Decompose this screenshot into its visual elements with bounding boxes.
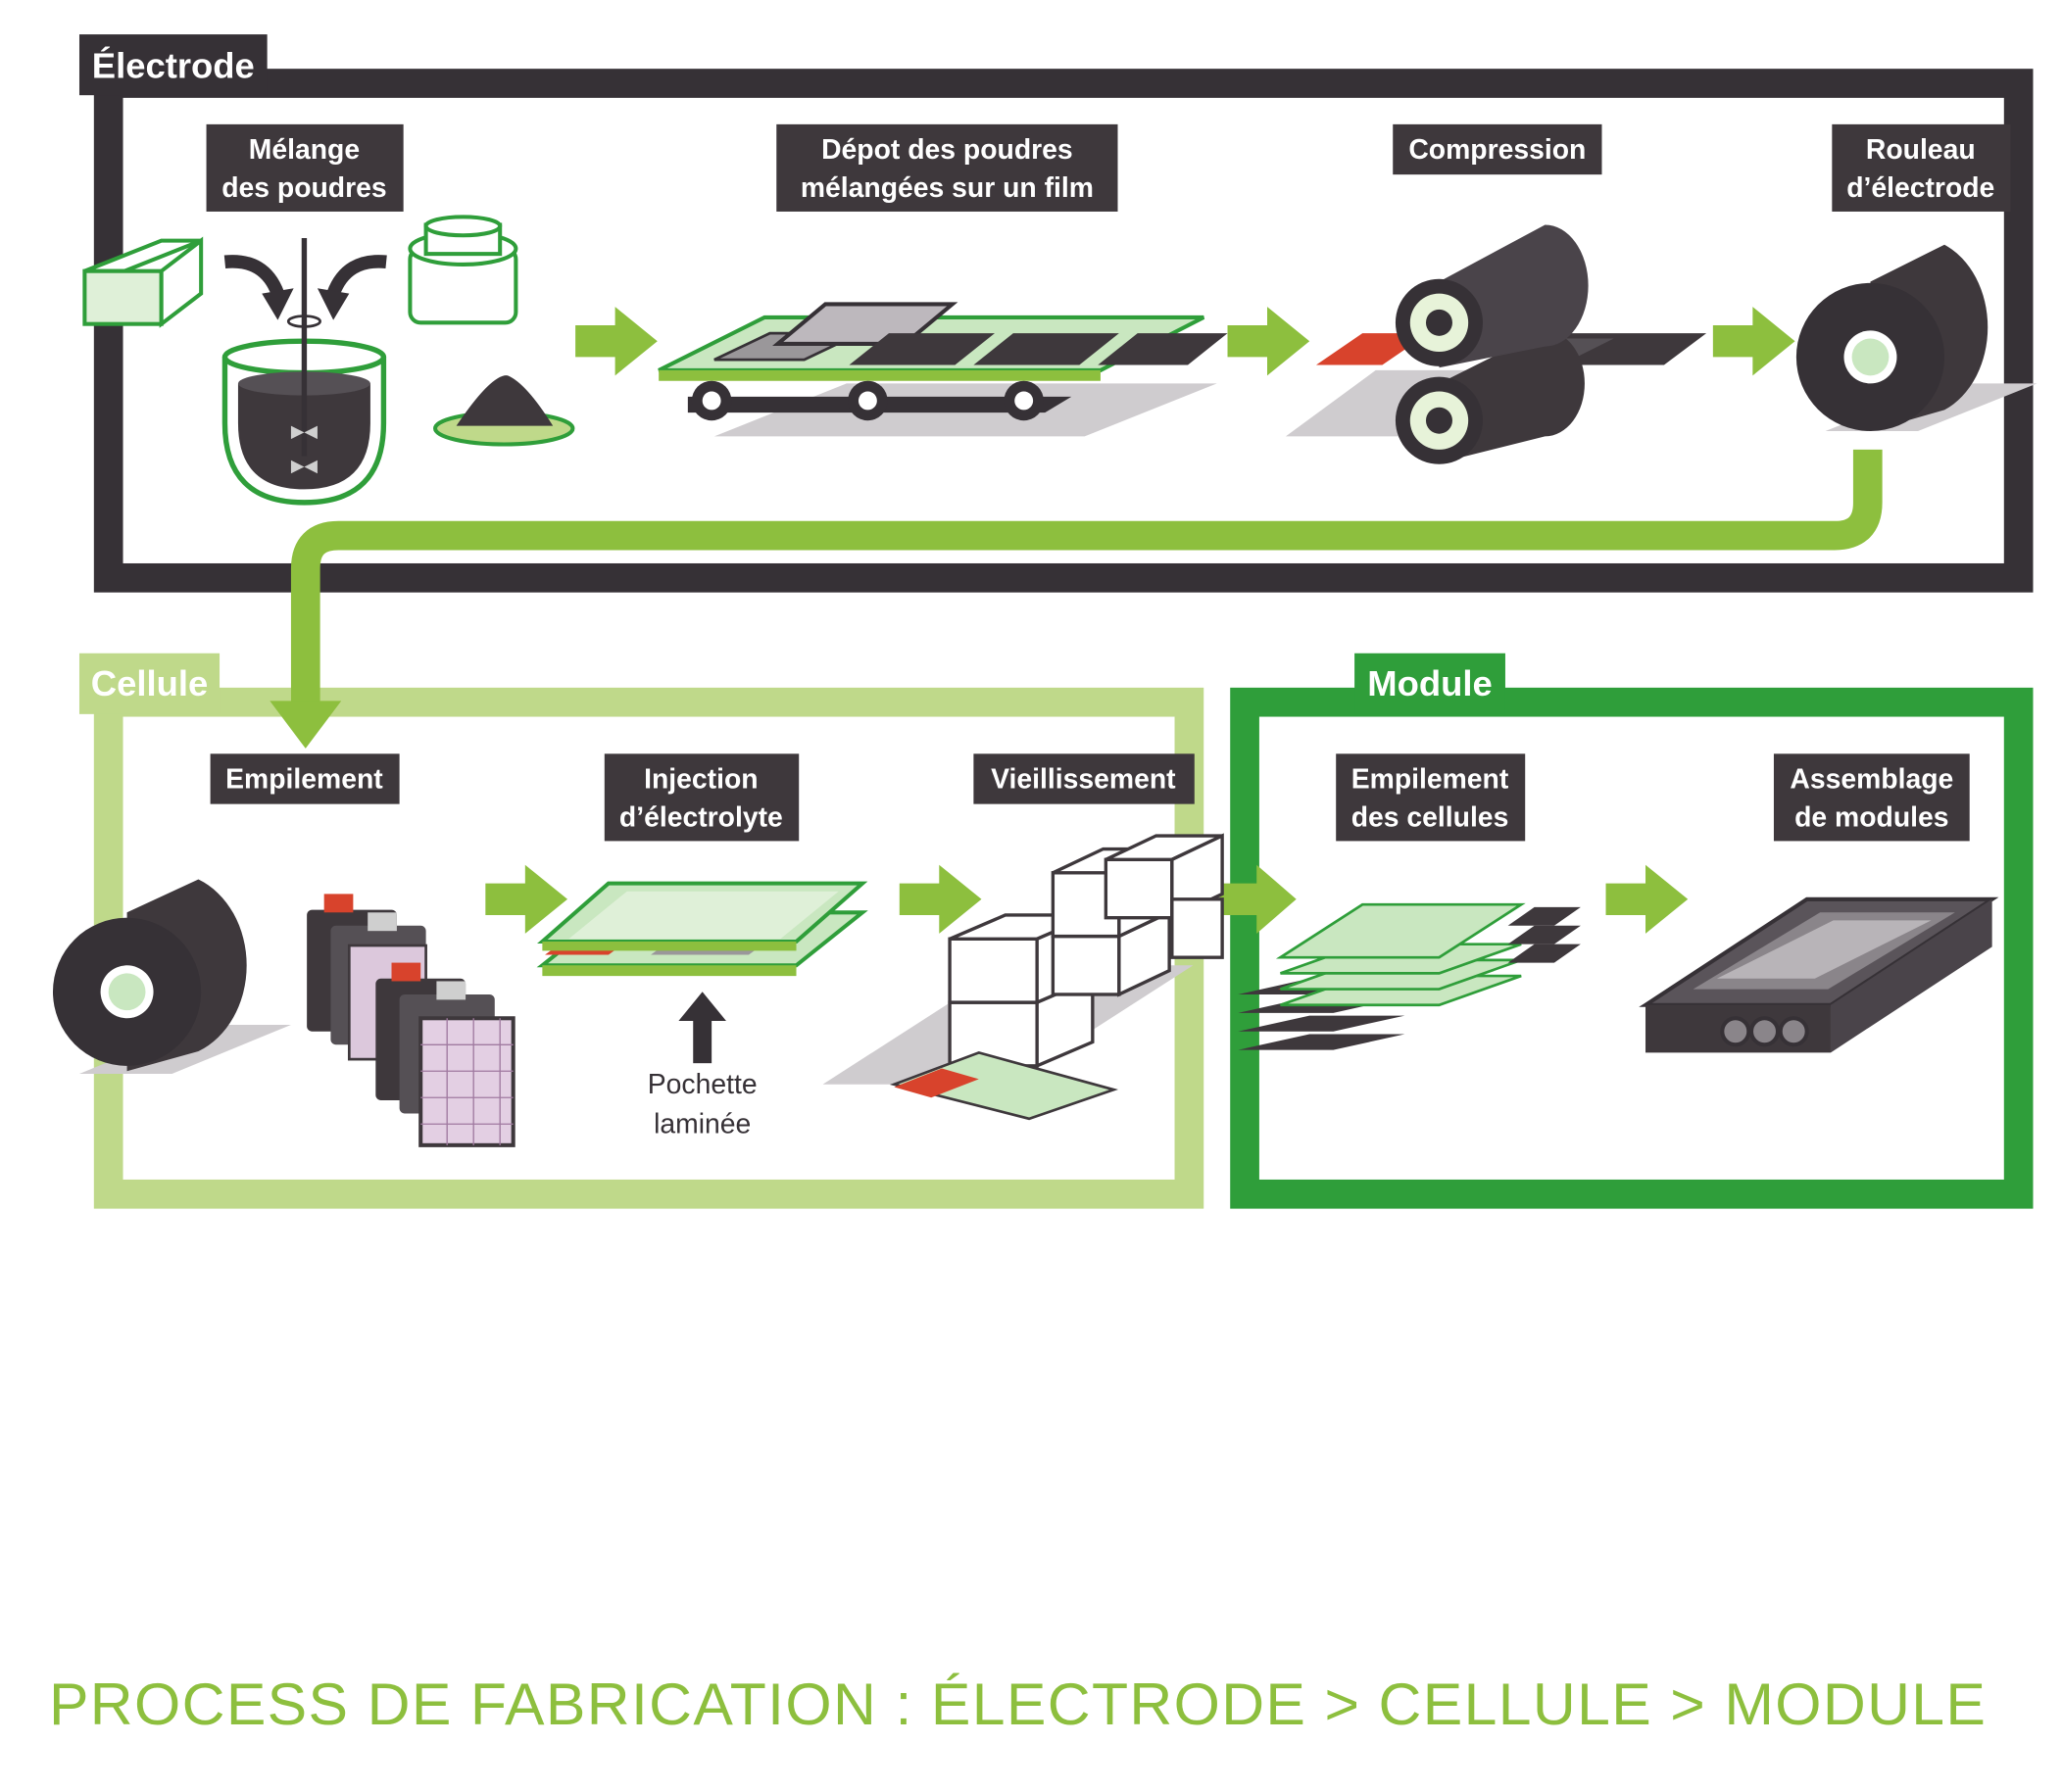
svg-text:Injection: Injection xyxy=(644,763,758,795)
compression-rollers-icon xyxy=(1285,224,1707,464)
svg-text:de modules: de modules xyxy=(1794,802,1948,834)
step-label-rouleau: Rouleau d’électrode xyxy=(1832,123,2011,212)
up-arrow-icon xyxy=(678,992,726,1064)
cell-stacking-icon xyxy=(52,879,516,1147)
step-label-vieillissement: Vieillissement xyxy=(973,753,1195,804)
svg-text:Empilement: Empilement xyxy=(225,763,383,795)
svg-text:des poudres: des poudres xyxy=(221,172,386,204)
svg-text:d’électrolyte: d’électrolyte xyxy=(619,802,783,834)
svg-text:Empilement: Empilement xyxy=(1351,763,1509,795)
module-frame xyxy=(1230,687,2034,1209)
flow-arrow-icon xyxy=(1605,864,1689,934)
svg-text:Rouleau: Rouleau xyxy=(1866,134,1976,166)
svg-text:Vieillissement: Vieillissement xyxy=(991,763,1176,795)
section-title-module: Module xyxy=(1367,663,1493,703)
battery-module-icon xyxy=(1639,896,1999,1053)
svg-text:d’électrode: d’électrode xyxy=(1846,172,1994,204)
laminee-label: laminée xyxy=(654,1109,751,1140)
connector-pipe xyxy=(290,449,1883,714)
aging-boxes-icon xyxy=(822,833,1224,1121)
connector-arrow-head xyxy=(270,701,342,749)
step-label-assemblage: Assemblage de modules xyxy=(1773,753,1970,842)
section-title-electrode: Électrode xyxy=(92,46,255,86)
electrolyte-pouch-icon xyxy=(536,881,868,977)
electrode-frame xyxy=(93,69,2034,593)
step-label-empilement: Empilement xyxy=(210,753,400,804)
svg-text:Mélange: Mélange xyxy=(249,134,360,166)
conveyor-film-icon xyxy=(658,302,1228,437)
flow-arrow-icon xyxy=(485,864,568,934)
section-title-cellule: Cellule xyxy=(91,663,208,703)
flow-arrow-icon xyxy=(575,307,658,376)
flow-arrow-icon xyxy=(1712,307,1795,376)
powder-mixer-icon xyxy=(82,215,575,506)
pochette-label: Pochette xyxy=(648,1069,758,1100)
flow-arrow-icon xyxy=(1219,864,1297,934)
flow-arrow-icon xyxy=(1227,307,1310,376)
svg-text:Compression: Compression xyxy=(1408,134,1586,166)
svg-text:Dépot des poudres: Dépot des poudres xyxy=(821,134,1073,166)
step-label-melange: Mélange des poudres xyxy=(206,123,404,212)
svg-text:mélangées sur un film: mélangées sur un film xyxy=(801,172,1094,204)
flow-arrow-icon xyxy=(899,864,982,934)
step-label-empilement-cellules: Empilement des cellules xyxy=(1336,753,1526,842)
svg-text:des cellules: des cellules xyxy=(1351,802,1509,834)
svg-text:Assemblage: Assemblage xyxy=(1790,763,1953,795)
step-label-depot: Dépot des poudres mélangées sur un film xyxy=(776,123,1118,212)
step-label-compression: Compression xyxy=(1393,123,1602,175)
diagram-caption: PROCESS DE FABRICATION : ÉLECTRODE > CEL… xyxy=(48,1670,1988,1738)
cell-stack-icon xyxy=(1238,902,1581,1050)
step-label-injection: Injection d’électrolyte xyxy=(604,753,800,842)
electrode-roll-icon xyxy=(1795,244,2037,432)
